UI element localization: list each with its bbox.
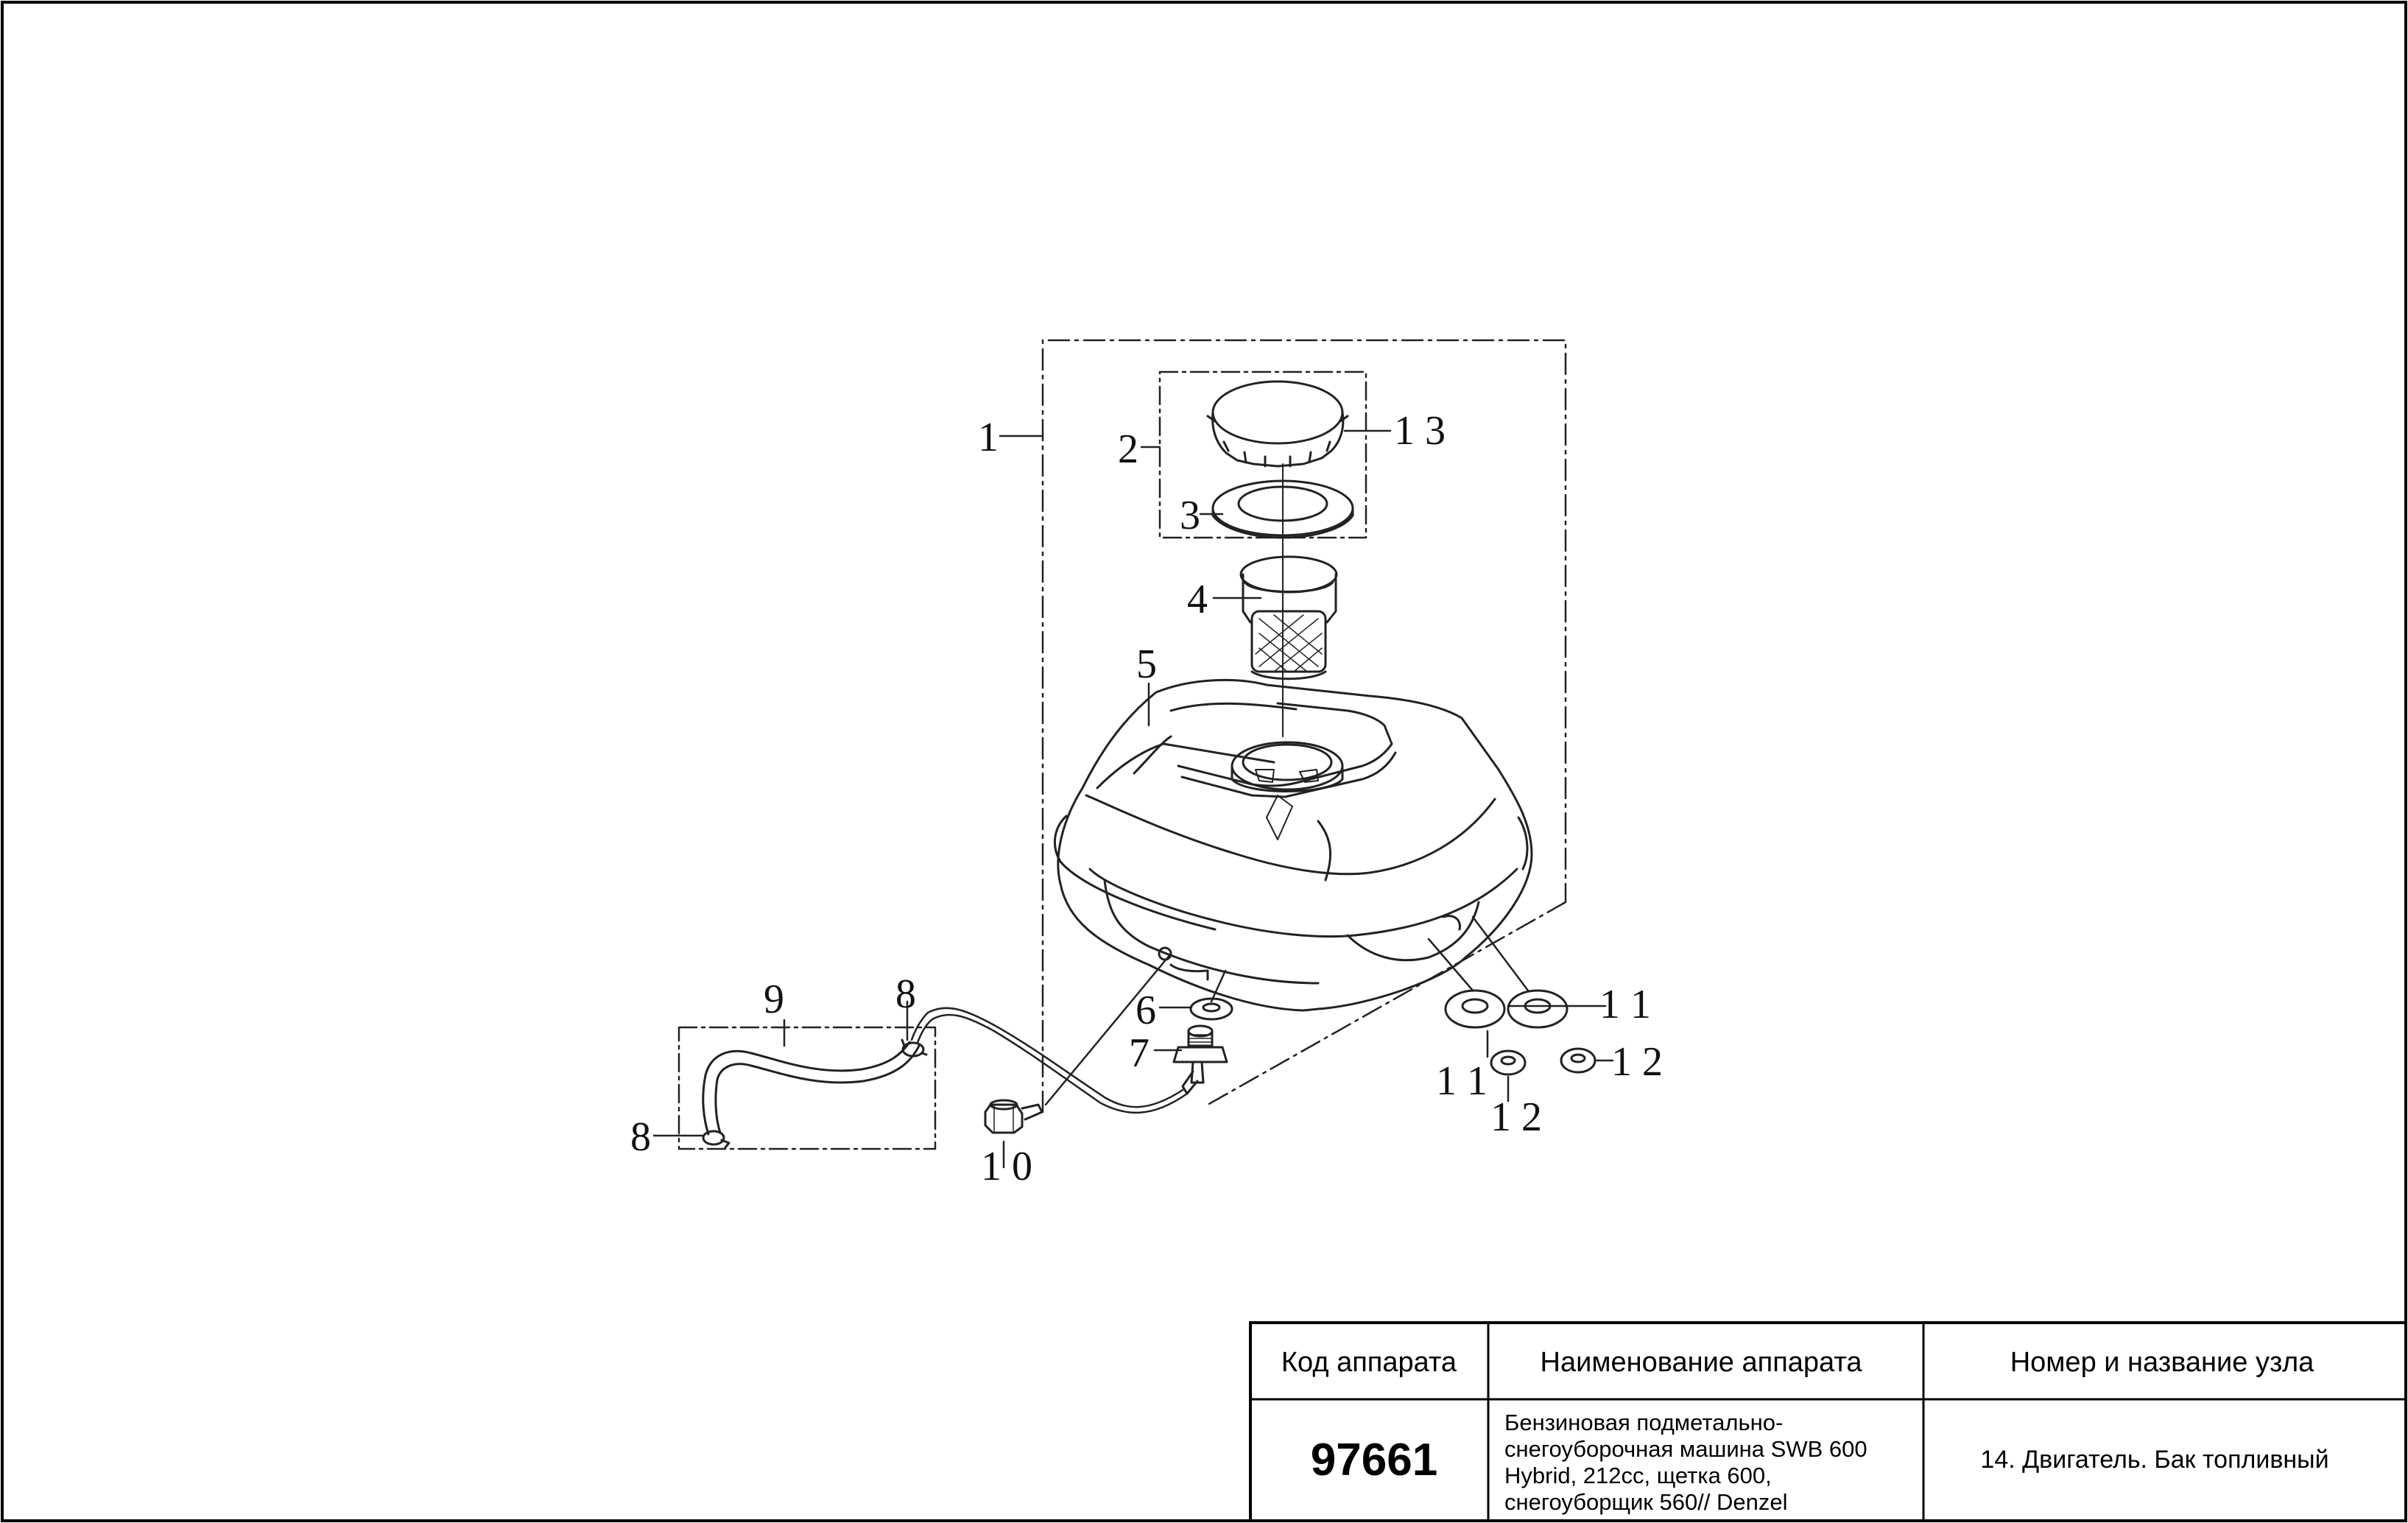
callout-5: 5 [1136, 641, 1157, 687]
callout-2: 2 [1118, 426, 1138, 472]
callout-6: 6 [1136, 988, 1156, 1033]
exploded-view [652, 339, 1614, 1169]
callout-8-lower: 8 [630, 1114, 651, 1160]
leader-lines [652, 429, 1614, 1169]
callout-3: 3 [1180, 493, 1200, 538]
unit-name: 14. Двигатель. Бак топливный [1980, 1446, 2328, 1474]
callout-labels: 1 2 3 4 5 6 7 8 8 9 1 0 1 1 1 1 1 2 1 2 … [630, 408, 1663, 1189]
fuel-strainer [1239, 555, 1338, 680]
device-code: 97661 [1311, 1435, 1437, 1485]
callout-9: 9 [764, 977, 784, 1022]
fuel-cap [1206, 380, 1349, 468]
device-name-line-4: снегоуборщик 560// Denzel [1504, 1489, 1788, 1515]
fuel-tank [1053, 678, 1533, 1012]
device-name-line-1: Бензиновая подметально- [1504, 1410, 1783, 1435]
fuel-valve [1172, 1024, 1228, 1095]
callout-12-left: 1 2 [1490, 1094, 1542, 1140]
callout-11-right: 1 1 [1599, 982, 1651, 1027]
callout-11-left: 1 1 [1436, 1058, 1488, 1104]
header-name: Наименование аппарата [1541, 1347, 1863, 1378]
callout-4: 4 [1187, 577, 1208, 622]
device-name-line-3: Hybrid, 212cc, щетка 600, [1504, 1463, 1772, 1488]
header-code: Код аппарата [1281, 1347, 1457, 1378]
callout-12-right: 1 2 [1611, 1039, 1663, 1085]
group-boundary-9 [677, 1026, 937, 1150]
fuel-line [910, 1007, 1189, 1114]
device-name-line-2: снегоуборочная машина SWB 600 [1504, 1436, 1867, 1462]
title-block: Код аппарата Наименование аппарата Номер… [1249, 1321, 2407, 1522]
hose-clamp-lower [702, 1130, 731, 1149]
fuel-hose [702, 1041, 920, 1136]
drain-bolt [984, 1099, 1043, 1134]
group-boundary-1 [1041, 339, 1567, 1114]
hose-clamp-upper [901, 1038, 928, 1058]
header-unit: Номер и название узла [2010, 1347, 2314, 1378]
callout-13: 1 3 [1394, 408, 1446, 454]
callout-1: 1 [978, 415, 999, 460]
callout-8-upper: 8 [895, 971, 916, 1017]
callout-10: 1 0 [981, 1144, 1032, 1189]
group-boundary-2 [1158, 370, 1367, 539]
fuel-valve-washer [1189, 997, 1233, 1021]
callout-7: 7 [1129, 1030, 1150, 1076]
